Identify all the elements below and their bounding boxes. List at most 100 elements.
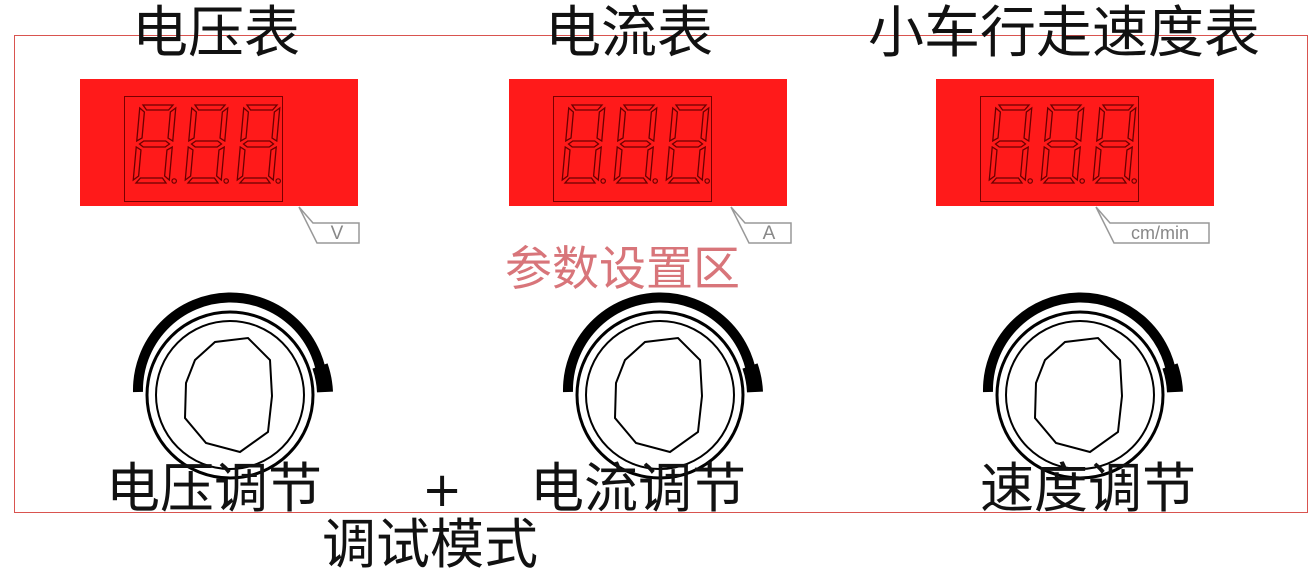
digit-segment	[567, 140, 600, 148]
voltage-adjust-label: 电压调节	[106, 457, 322, 520]
seven-segment-digit	[184, 104, 229, 184]
digit-segment	[1046, 140, 1079, 148]
digit-segment	[240, 106, 250, 143]
digit-segment	[134, 177, 168, 184]
speed-adjust-knob[interactable]	[970, 280, 1190, 500]
digit-segment	[592, 145, 602, 182]
ammeter-digits	[561, 104, 710, 184]
digit-segment	[644, 145, 654, 182]
speed-meter-digits	[988, 104, 1137, 184]
digit-segment	[1101, 104, 1135, 111]
digit-segment	[617, 106, 627, 143]
digit-segment	[1044, 106, 1054, 143]
digit-segment	[219, 106, 229, 143]
plus-sign: +	[422, 462, 463, 518]
digit-segment	[700, 106, 710, 143]
voltage-adjust-knob[interactable]	[120, 280, 340, 500]
digit-segment	[141, 104, 175, 111]
speed-meter-title: 小车行走速度表	[868, 1, 1260, 66]
digit-segment	[1123, 145, 1133, 182]
digit-segment	[667, 177, 701, 184]
digit-segment	[988, 145, 998, 182]
decimal-point	[171, 178, 177, 184]
digit-segment	[132, 145, 142, 182]
voltmeter-display	[80, 79, 358, 206]
digit-segment	[1098, 140, 1131, 148]
digit-segment	[138, 140, 171, 148]
digit-segment	[563, 177, 597, 184]
decimal-point	[600, 178, 606, 184]
seven-segment-digit	[1040, 104, 1085, 184]
digit-segment	[1019, 145, 1029, 182]
digit-segment	[674, 104, 708, 111]
digit-segment	[163, 145, 173, 182]
digit-segment	[671, 140, 704, 148]
digit-segment	[1092, 145, 1102, 182]
current-adjust-label: 电流调节	[530, 457, 746, 520]
voltmeter-title: 电压表	[132, 1, 300, 66]
digit-segment	[1040, 145, 1050, 182]
digit-segment	[190, 140, 223, 148]
digit-segment	[615, 177, 649, 184]
digit-segment	[1127, 106, 1137, 143]
digit-segment	[1094, 177, 1128, 184]
speed-meter-digit-window	[980, 96, 1139, 202]
digit-segment	[215, 145, 225, 182]
digit-segment	[245, 104, 279, 111]
digit-segment	[613, 145, 623, 182]
speed-meter-display	[936, 79, 1214, 206]
voltmeter-digit-window	[124, 96, 283, 202]
seven-segment-digit	[1092, 104, 1137, 184]
digit-segment	[1023, 106, 1033, 143]
digit-segment	[561, 145, 571, 182]
seven-segment-digit	[613, 104, 658, 184]
digit-segment	[665, 145, 675, 182]
seven-segment-digit	[665, 104, 710, 184]
seven-segment-digit	[988, 104, 1033, 184]
voltmeter-unit: V	[331, 223, 344, 244]
speed-meter-unit-tab: cm/min	[1095, 206, 1210, 244]
decimal-point	[1079, 178, 1085, 184]
digit-segment	[1096, 106, 1106, 143]
digit-segment	[994, 140, 1027, 148]
digit-segment	[990, 177, 1024, 184]
digit-segment	[565, 106, 575, 143]
current-adjust-knob[interactable]	[550, 280, 770, 500]
digit-segment	[267, 145, 277, 182]
ammeter-title: 电流表	[545, 1, 713, 66]
panel-frame	[14, 35, 1308, 513]
digit-segment	[648, 106, 658, 143]
digit-segment	[669, 106, 679, 143]
digit-segment	[1071, 145, 1081, 182]
seven-segment-digit	[236, 104, 281, 184]
decimal-point	[1131, 178, 1137, 184]
decimal-point	[1027, 178, 1033, 184]
ammeter-display	[509, 79, 787, 206]
digit-segment	[570, 104, 604, 111]
digit-segment	[619, 140, 652, 148]
seven-segment-digit	[132, 104, 177, 184]
decimal-point	[275, 178, 281, 184]
digit-segment	[997, 104, 1031, 111]
digit-segment	[184, 145, 194, 182]
digit-segment	[1049, 104, 1083, 111]
digit-segment	[136, 106, 146, 143]
ammeter-unit: A	[763, 223, 776, 244]
ammeter-unit-tab: A	[730, 206, 792, 244]
seven-segment-digit	[561, 104, 606, 184]
digit-segment	[186, 177, 220, 184]
digit-segment	[596, 106, 606, 143]
digit-segment	[167, 106, 177, 143]
digit-segment	[242, 140, 275, 148]
digit-segment	[992, 106, 1002, 143]
debug-mode-label: 调试模式	[322, 513, 538, 576]
parameter-setting-area-label: 参数设置区	[505, 242, 740, 297]
ammeter-digit-window	[553, 96, 712, 202]
digit-segment	[238, 177, 272, 184]
decimal-point	[652, 178, 658, 184]
digit-segment	[1042, 177, 1076, 184]
digit-segment	[696, 145, 706, 182]
speed-adjust-label: 速度调节	[980, 457, 1196, 520]
voltmeter-unit-tab: V	[298, 206, 360, 244]
digit-segment	[236, 145, 246, 182]
